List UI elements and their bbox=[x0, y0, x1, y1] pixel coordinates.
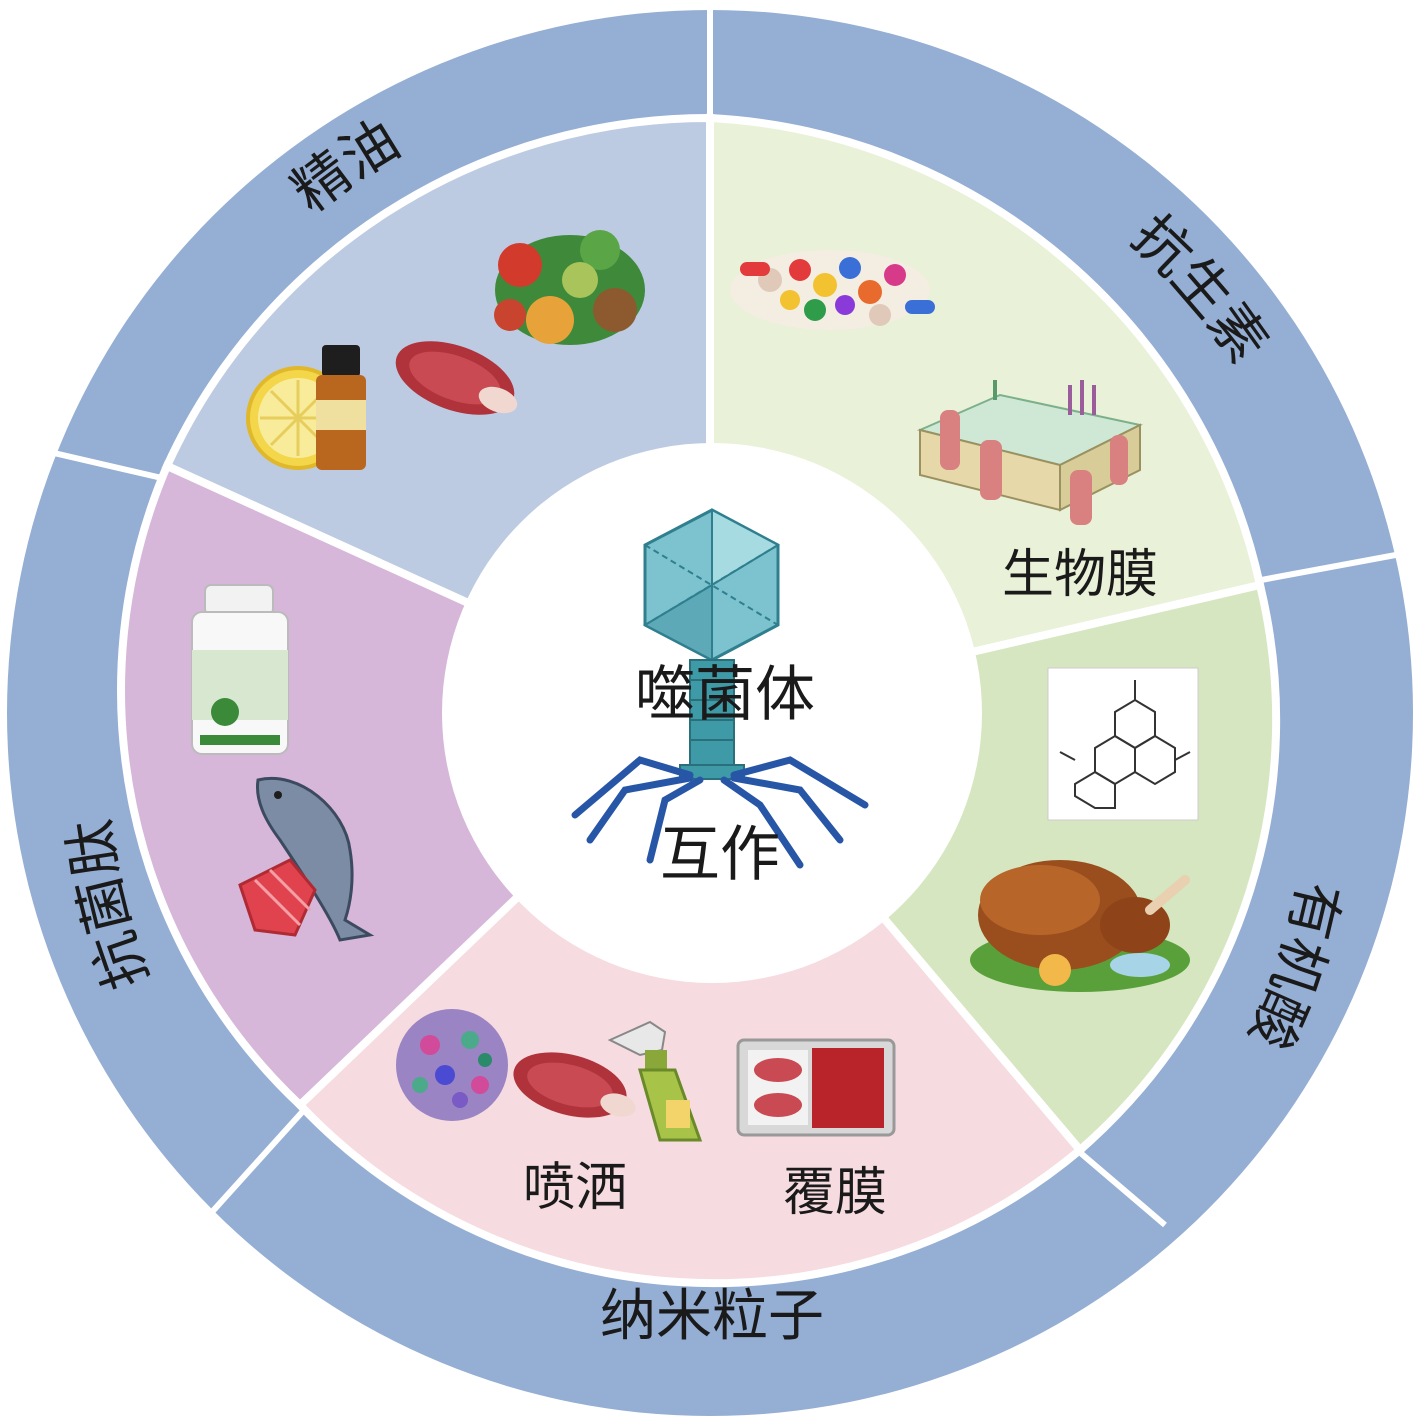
label-biofilm: 生物膜 bbox=[1002, 545, 1158, 605]
chemical-structure-icon bbox=[1047, 667, 1199, 821]
roast-chicken-icon bbox=[970, 860, 1190, 992]
supplement-bottle-icon bbox=[191, 584, 289, 755]
vegetables-icon bbox=[494, 230, 645, 345]
packaged-meat-icon bbox=[736, 1038, 896, 1137]
salmon-icon bbox=[238, 858, 317, 937]
label-spray: 喷洒 bbox=[523, 1158, 627, 1218]
pills-icon bbox=[730, 250, 935, 330]
meat-icon bbox=[395, 341, 518, 415]
bacteriophage-icon bbox=[571, 508, 869, 869]
label-nanoparticle: 纳米粒子 bbox=[600, 1284, 824, 1349]
oil-bottle-icon bbox=[316, 345, 366, 470]
meat-icon bbox=[513, 1052, 636, 1118]
fish-icon bbox=[255, 777, 375, 942]
label-coating: 覆膜 bbox=[783, 1163, 887, 1223]
spray-bottle-icon bbox=[607, 1020, 703, 1142]
center-subtitle: 互作 bbox=[660, 820, 780, 890]
cell-membrane-icon bbox=[916, 380, 1143, 525]
sector-nanoparticle bbox=[294, 707, 1086, 1288]
nanoparticle-sphere-icon bbox=[396, 1009, 508, 1121]
center-title: 噬菌体 bbox=[635, 660, 815, 730]
